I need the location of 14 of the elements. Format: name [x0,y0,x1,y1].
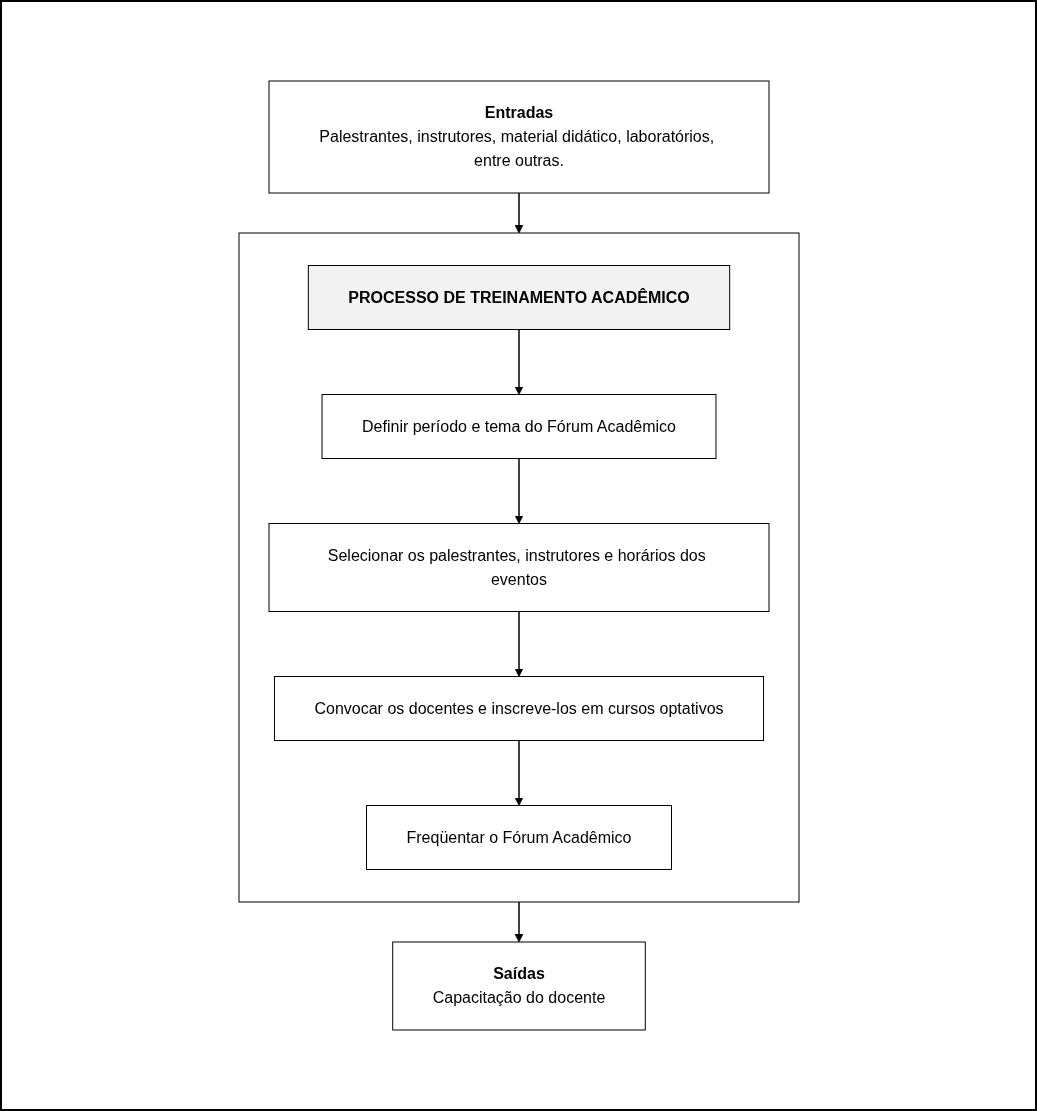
arrow [514,901,523,943]
node-box: Definir período e tema do Fórum Acadêmico [321,394,716,459]
arrow [514,610,523,677]
node-box: Entradas Palestrantes, instrutores, material didático, laboratórios, entre outras. [268,80,769,194]
node-box: Freqüentar o Fórum Acadêmico [365,805,672,870]
cluster [238,232,799,903]
node-box: Saídas Capacitação do docente [391,941,646,1031]
arrow [514,739,523,806]
node-box: Convocar os docentes e inscreve-los em cursos optativos [273,676,764,741]
node-box: PROCESSO DE TREINAMENTO ACADÊMICO [307,265,730,330]
node-box: Selecionar os palestrantes, instrutores e horários dos eventos [268,523,769,612]
arrow [514,328,523,395]
arrow [514,457,523,524]
arrow [514,192,523,234]
